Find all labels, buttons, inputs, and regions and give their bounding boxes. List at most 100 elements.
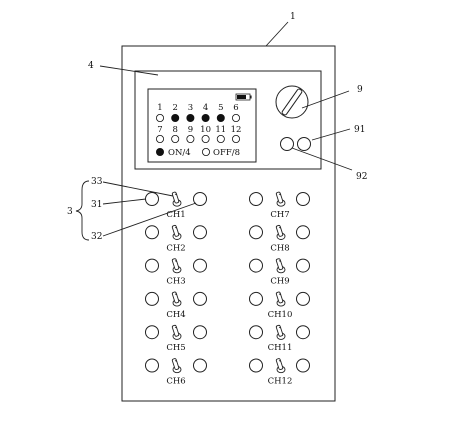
channel-indicator-right — [296, 258, 310, 273]
toggle-switch-icon[interactable] — [171, 291, 182, 307]
screen-channel-number: 8 — [172, 125, 177, 135]
channel-label: CH10 — [268, 310, 293, 320]
button-91[interactable] — [280, 137, 294, 151]
toggle-switch-icon[interactable] — [171, 258, 182, 274]
button-92[interactable] — [297, 137, 311, 151]
screen-channel-indicator-off — [231, 114, 240, 123]
leader-91 — [311, 128, 351, 141]
channel-label: CH4 — [166, 310, 185, 320]
channel-unit: CH12 — [249, 358, 310, 387]
channel-label: CH11 — [268, 343, 293, 353]
screen-channel-number: 7 — [157, 125, 162, 135]
channel-indicator-right — [296, 291, 310, 306]
channel-indicator-left — [145, 225, 159, 240]
channel-indicator-left — [249, 225, 263, 240]
channel-unit: CH11 — [249, 324, 310, 353]
rotary-knob[interactable] — [275, 85, 309, 119]
channel-indicator-right — [296, 225, 310, 240]
screen-channel-number: 9 — [188, 125, 193, 135]
label-92: 92 — [356, 172, 367, 182]
channel-unit: CH7 — [249, 191, 310, 220]
channel-label: CH3 — [166, 277, 185, 287]
leader-92 — [291, 147, 353, 171]
channel-unit: CH8 — [249, 224, 310, 253]
channel-label: CH9 — [270, 277, 289, 287]
leader-9 — [301, 90, 350, 109]
toggle-switch-icon[interactable] — [171, 191, 182, 207]
channel-indicator-right — [193, 325, 207, 340]
screen-channel-number: 10 — [200, 125, 211, 135]
screen-channel-indicator-on — [216, 114, 225, 123]
channel-indicator-right — [193, 192, 207, 206]
knob-pointer — [281, 88, 303, 116]
toggle-switch-icon[interactable] — [275, 358, 286, 374]
screen-channel-number: 11 — [215, 125, 226, 135]
toggle-switch-icon[interactable] — [275, 191, 286, 207]
row2-channel-indicators — [155, 134, 240, 143]
label-32: 32 — [91, 232, 102, 242]
channel-indicator-right — [193, 291, 207, 306]
toggle-switch-icon[interactable] — [275, 324, 286, 340]
channel-label: CH5 — [166, 343, 185, 353]
row1-channel-indicators — [155, 114, 240, 123]
channel-label: CH8 — [270, 243, 289, 253]
screen-channel-indicator-off — [216, 134, 225, 143]
channel-unit: CH6 — [145, 358, 207, 387]
leader-1 — [265, 21, 289, 47]
channel-indicator-left — [145, 358, 159, 373]
toggle-switch-icon[interactable] — [171, 224, 182, 240]
toggle-switch-icon[interactable] — [171, 324, 182, 340]
lcd-frame — [147, 88, 257, 163]
screen-channel-indicator-off — [201, 134, 210, 143]
screen-channel-number: 12 — [231, 125, 242, 135]
brace-3 — [75, 180, 90, 241]
toggle-switch-icon[interactable] — [275, 258, 286, 274]
channel-indicator-right — [193, 258, 207, 273]
label-31: 31 — [91, 200, 102, 210]
channel-indicator-left — [249, 358, 263, 373]
screen-channel-indicator-off — [231, 134, 240, 143]
screen-channel-number: 3 — [188, 103, 193, 113]
screen-channel-indicator-off — [171, 134, 180, 143]
toggle-switch-icon[interactable] — [171, 358, 182, 374]
display-panel — [134, 70, 322, 170]
channel-indicator-left — [249, 258, 263, 273]
channel-indicator-left — [249, 291, 263, 306]
channel-unit: CH4 — [145, 291, 207, 320]
toggle-switch-icon[interactable] — [275, 224, 286, 240]
channel-label: CH2 — [166, 243, 185, 253]
screen-channel-number: 6 — [233, 103, 238, 113]
channel-unit: CH2 — [145, 224, 207, 253]
channel-indicator-right — [193, 358, 207, 373]
label-9: 9 — [357, 85, 363, 95]
channel-label: CH6 — [166, 377, 185, 387]
toggle-switch-icon[interactable] — [275, 291, 286, 307]
label-33: 33 — [91, 177, 103, 187]
channel-indicator-left — [145, 192, 159, 206]
channel-label: CH1 — [166, 210, 185, 220]
leader-31 — [102, 198, 147, 205]
screen-channel-indicator-on — [186, 114, 195, 123]
channel-label: CH12 — [268, 377, 293, 387]
screen-channel-indicator-off — [155, 134, 164, 143]
channel-label: CH7 — [270, 210, 289, 220]
leader-32 — [102, 202, 197, 237]
channel-unit: CH10 — [249, 291, 310, 320]
legend-off-text: OFF/8 — [213, 148, 240, 158]
channel-indicator-right — [296, 192, 310, 206]
channel-indicator-left — [145, 325, 159, 340]
channel-indicator-right — [296, 358, 310, 373]
screen-channel-indicator-off — [186, 134, 195, 143]
channel-unit: CH1 — [145, 191, 207, 220]
channel-indicator-right — [296, 325, 310, 340]
channel-indicator-left — [145, 258, 159, 273]
battery-icon — [235, 93, 252, 101]
screen-channel-number: 1 — [157, 103, 162, 113]
legend-off-dot — [201, 147, 210, 156]
device-enclosure — [121, 45, 336, 402]
